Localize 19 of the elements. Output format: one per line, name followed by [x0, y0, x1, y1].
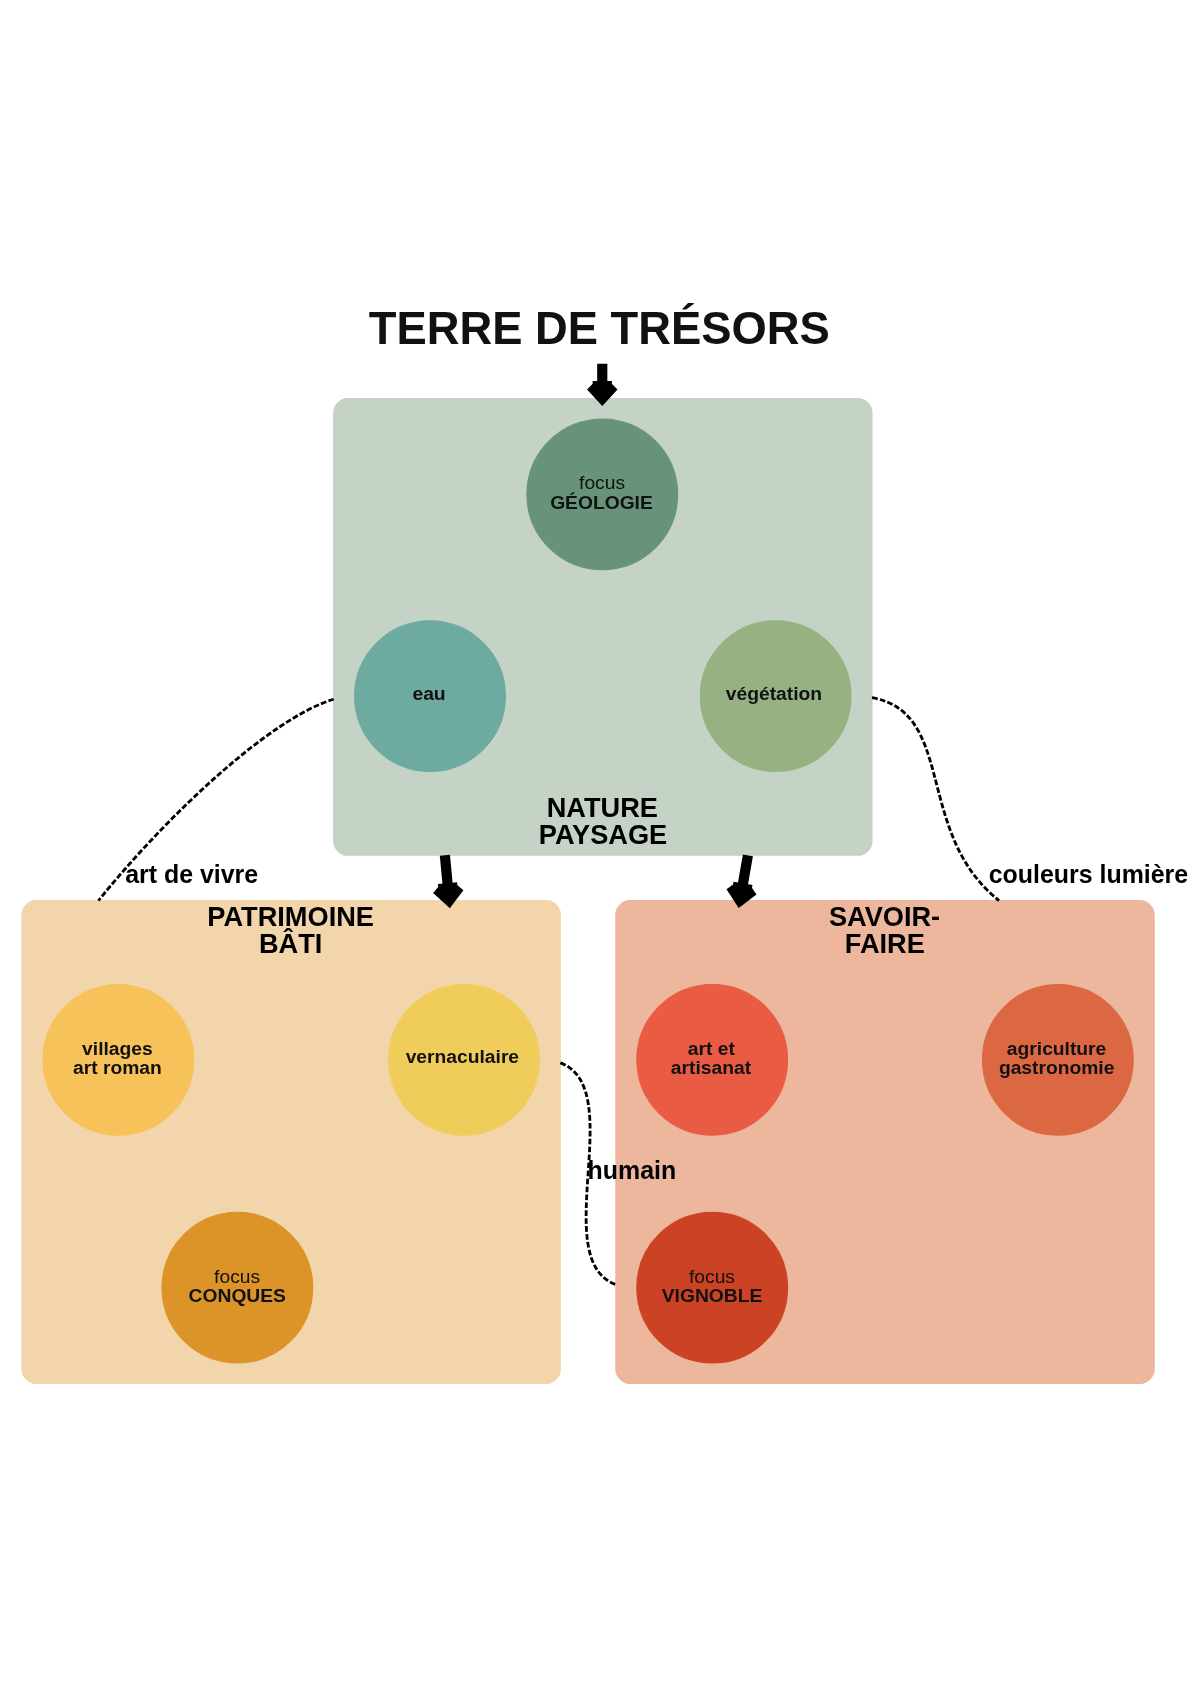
- arrow: [725, 854, 759, 906]
- node-circle: vernaculaire: [388, 983, 540, 1136]
- node-circle: focus GÉOLOGIE: [526, 418, 679, 571]
- node-circle: focus VIGNOBLE: [636, 1211, 789, 1364]
- edge-label: art de vivre: [125, 860, 259, 889]
- arrow: [585, 363, 619, 404]
- arrow: [431, 854, 465, 906]
- node-circle: végétation: [699, 620, 852, 772]
- node-circle: focus CONQUES: [161, 1211, 314, 1364]
- connector: [97, 697, 335, 902]
- node-circle: agriculture gastronomie: [981, 983, 1134, 1136]
- edge-label: couleurs lumière: [988, 860, 1189, 889]
- edge-label: humain: [587, 1155, 677, 1184]
- connector: [871, 696, 1000, 902]
- node-circle: eau: [354, 620, 506, 772]
- node-text: TERRE DE TRÉSORS: [368, 303, 830, 355]
- node-circle: villages art roman: [42, 983, 195, 1136]
- node-circle: art et artisanat: [636, 983, 789, 1136]
- connector: [559, 1061, 617, 1286]
